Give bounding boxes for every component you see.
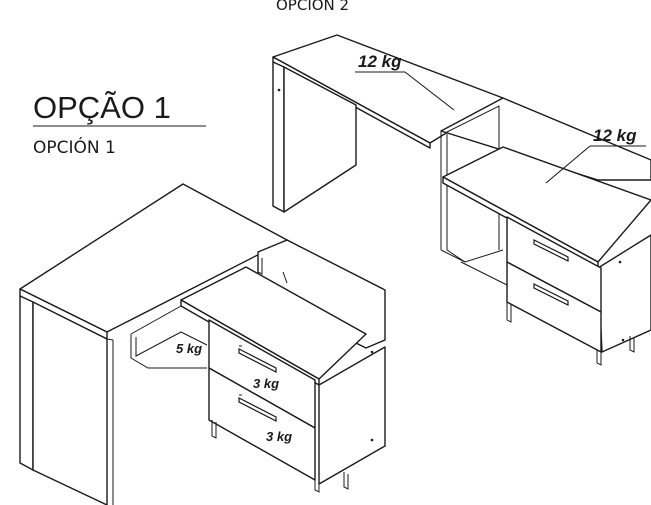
option-2-desk: 12 kg 12 kg bbox=[272, 34, 651, 366]
weight-opt2-side: 12 kg bbox=[593, 126, 637, 145]
opt2-handle-upper bbox=[533, 239, 569, 262]
weight-opt1-drawer-lower: 3 kg bbox=[266, 429, 292, 444]
leader-opt2-top bbox=[404, 71, 455, 111]
opt1-left-leg bbox=[19, 295, 34, 471]
option-2-title: OPCIÓN 2 bbox=[276, 0, 349, 14]
opt1-handle-lower bbox=[238, 397, 277, 422]
weight-opt1-shelf: 5 kg bbox=[176, 341, 202, 356]
opt2-handle-lower bbox=[533, 283, 569, 306]
weight-opt2-top: 12 kg bbox=[358, 52, 402, 71]
option-1-desk: 5 kg 3 kg 3 kg bbox=[19, 183, 386, 505]
leader-opt2-side bbox=[545, 145, 591, 184]
opt1-side-panel bbox=[318, 346, 386, 485]
option-1-title-es: OPCIÓN 1 bbox=[33, 136, 116, 158]
option-1-title-pt: OPÇÃO 1 bbox=[33, 90, 171, 125]
opt1-handle-upper bbox=[238, 348, 277, 373]
weight-opt1-drawer-upper: 3 kg bbox=[253, 376, 279, 391]
opt2-left-leg bbox=[272, 61, 285, 213]
